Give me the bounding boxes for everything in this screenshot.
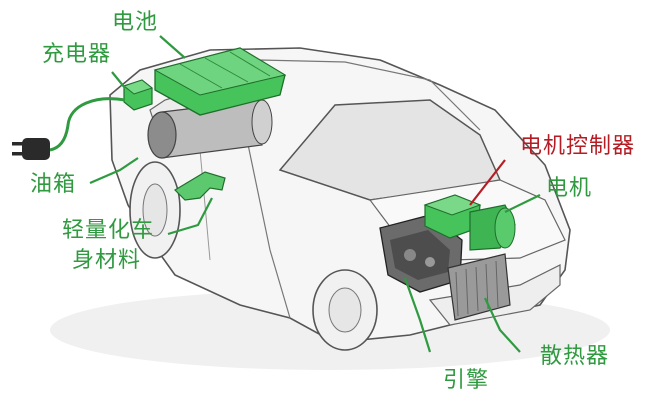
radiator-shape [447, 253, 511, 321]
motor-shape [469, 204, 516, 251]
radiator-label: 散热器 [540, 344, 610, 369]
lightweight-material-label-line1: 轻量化车 [62, 218, 155, 243]
fuel-tank-label: 油箱 [30, 172, 77, 197]
motor-label: 电机 [546, 176, 593, 201]
fuel-tank-shape [147, 99, 273, 159]
battery-label: 电池 [112, 10, 159, 35]
leader-lines [89, 35, 541, 353]
motor-controller-label: 电机控制器 [520, 134, 636, 159]
door-line-2 [199, 149, 211, 261]
lightweight-frame-shape [174, 171, 226, 201]
lightweight-material-label-line2: 身材料 [72, 248, 142, 273]
charger-leader [111, 71, 126, 89]
charger-shape [122, 79, 154, 111]
charging-cable [49, 97, 126, 152]
motor-leader [504, 194, 541, 213]
battery-pack-shape [153, 47, 287, 116]
rear-wheel-hub [142, 183, 168, 237]
fuel-tank-leader [89, 157, 139, 185]
lightweight-leader [167, 197, 213, 236]
power-plug-icon [12, 138, 50, 160]
motor-controller-leader [469, 159, 506, 206]
front-wheel-hub [328, 287, 362, 333]
charger-label: 充电器 [42, 42, 112, 67]
radiator-leader [484, 297, 521, 353]
engine-label: 引擎 [443, 368, 490, 393]
door-line [244, 129, 291, 319]
battery-leader [159, 35, 186, 59]
engine-leader [403, 277, 432, 353]
